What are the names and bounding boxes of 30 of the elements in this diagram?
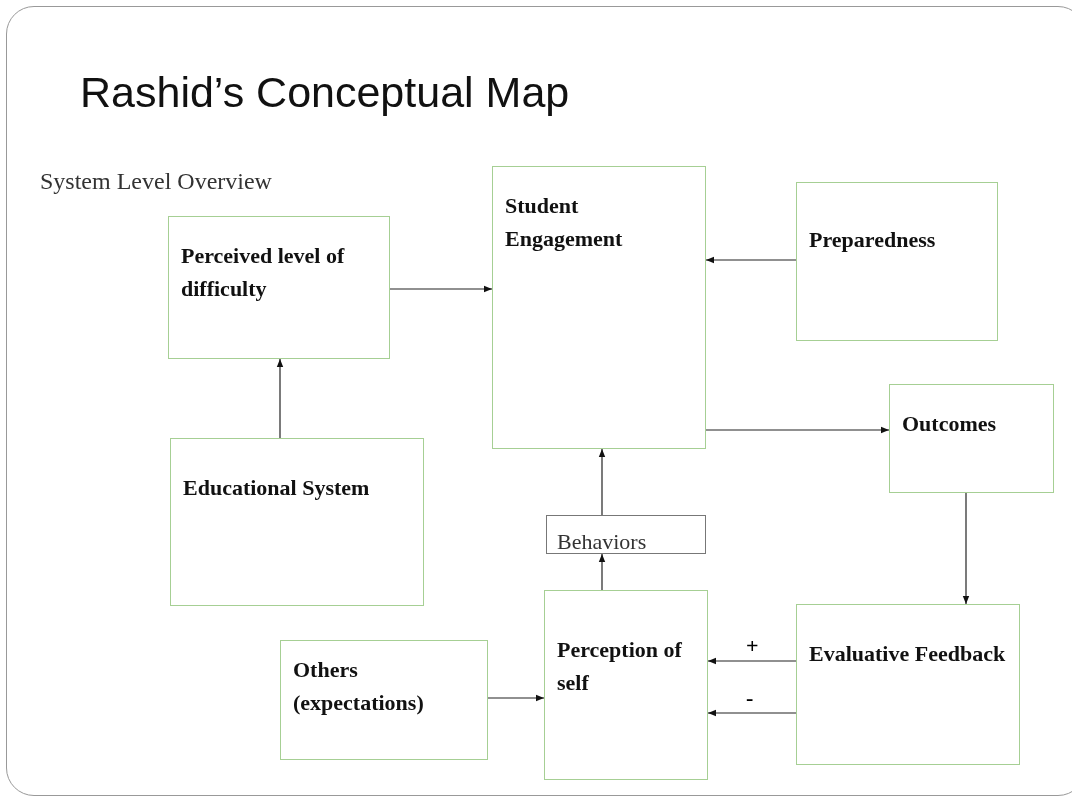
title: Rashid’s Conceptual Map (80, 68, 570, 117)
concept-text: Evaluative Feedback (809, 640, 1007, 668)
concept-box (168, 216, 390, 359)
arrow (487, 694, 545, 702)
concept-text: Others (expectations) (293, 656, 425, 717)
subtitle: System Level Overview (40, 168, 272, 195)
concept-box (796, 604, 1020, 765)
arrow (707, 709, 797, 717)
arrow (389, 285, 493, 293)
concept-box (492, 166, 706, 449)
concept-box (280, 640, 488, 760)
concept-text: Outcomes (902, 410, 998, 438)
concept-text: Perceived level of difficulty (181, 242, 346, 303)
arrow (705, 426, 890, 434)
label-box (546, 515, 706, 554)
concept-text: Educational System (183, 474, 371, 502)
arrow (707, 657, 797, 665)
concept-text: Perception of self (557, 636, 683, 697)
arrow (598, 553, 606, 591)
arrow (962, 492, 970, 605)
concept-text: Preparedness (809, 226, 937, 254)
concept-text: Behaviors (557, 530, 648, 554)
arrow (705, 256, 797, 264)
concept-box (544, 590, 708, 780)
concept-box (889, 384, 1054, 493)
concept-box (170, 438, 424, 606)
concept-box (796, 182, 998, 341)
concept-text: Student Engagement (505, 192, 624, 253)
arrow (276, 358, 284, 439)
arrow (598, 448, 606, 516)
